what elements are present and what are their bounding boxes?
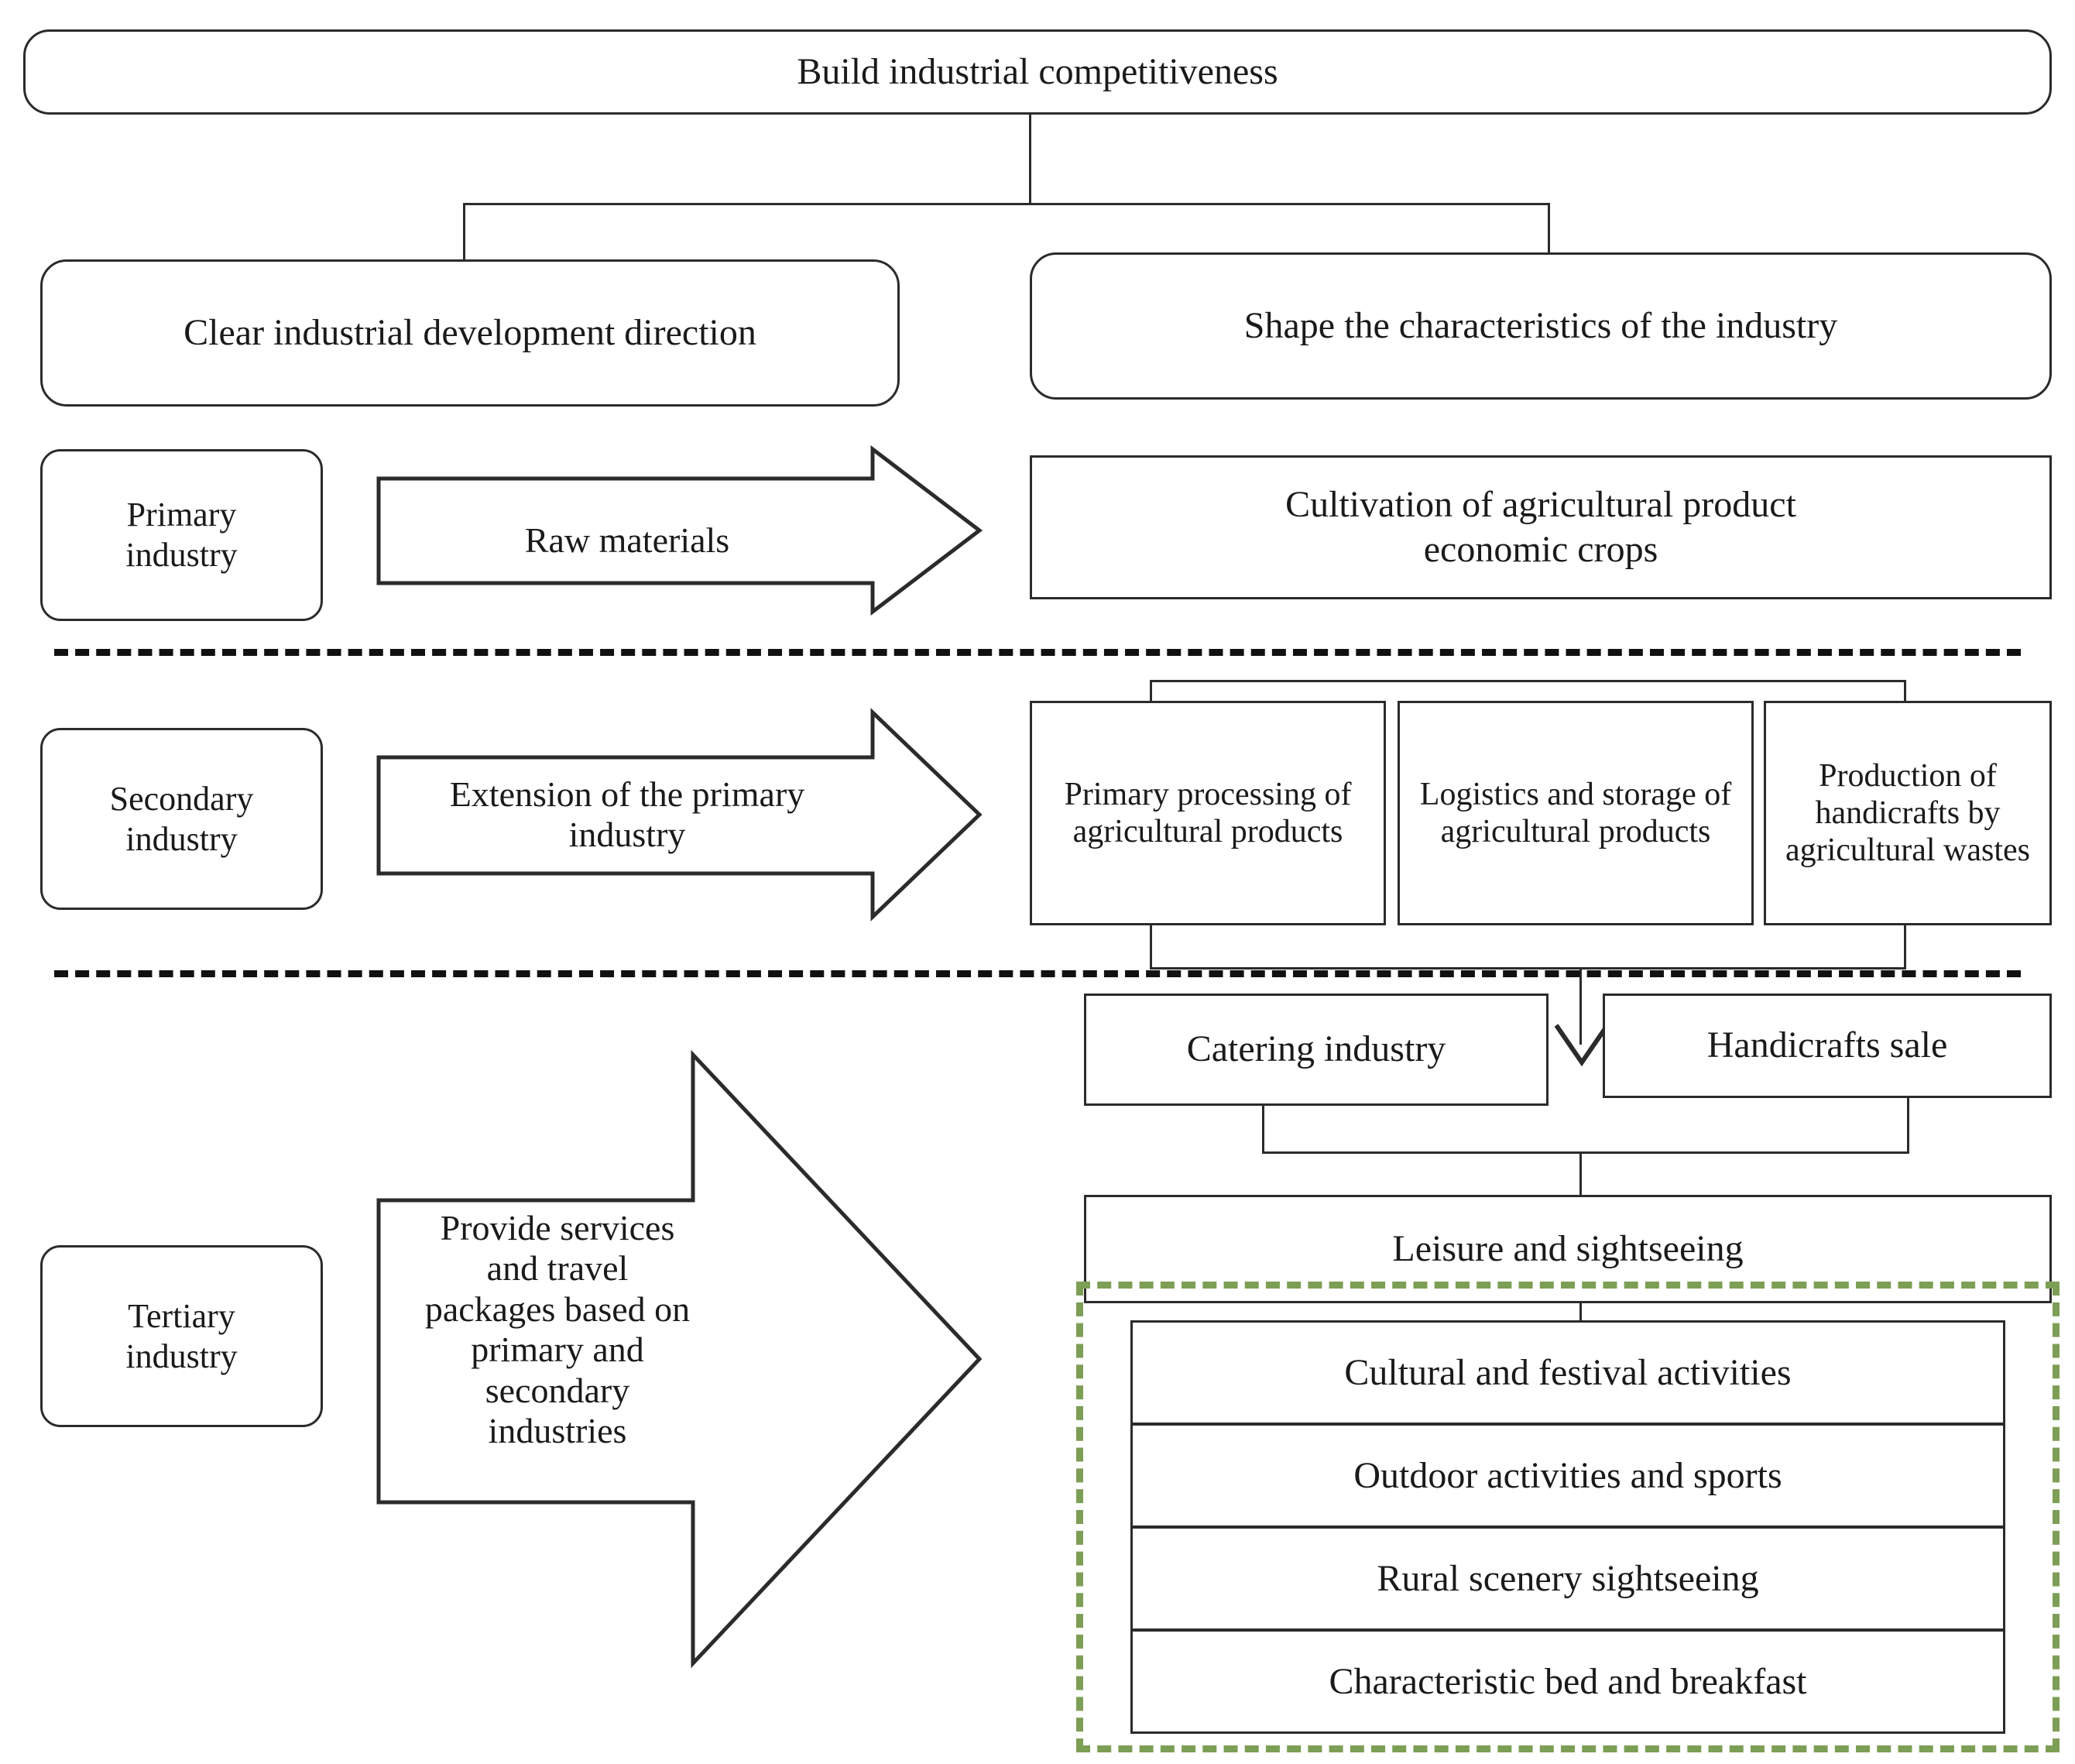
connector-level2-right-drop: [1548, 203, 1550, 261]
output-node-leisure-sightseeing-label: Leisure and sightseeing: [1392, 1227, 1744, 1269]
connector-tertiary-merge-bar: [1262, 1151, 1909, 1154]
tier-label-tertiary-text: Tertiary industry: [125, 1296, 238, 1375]
tier-label-secondary-text: Secondary industry: [109, 779, 254, 858]
connector-root-stem: [1029, 115, 1031, 204]
highlight-item-rural-scenery-sightseeing[interactable]: Rural scenery sightseeing: [1130, 1526, 2005, 1631]
connector-secondary-top-right: [1904, 680, 1906, 703]
connector-secondary-to-tertiary-stem: [1579, 967, 1582, 1045]
output-node-cultivation-label: Cultivation of agricultural product econ…: [1285, 484, 1796, 570]
output-node-primary-processing-label: Primary processing of agricultural produ…: [1064, 776, 1352, 849]
output-node-handicrafts-sale-label: Handicrafts sale: [1706, 1024, 1948, 1066]
tier-label-primary-text: Primary industry: [125, 496, 238, 574]
highlight-item-3-label: Characteristic bed and breakfast: [1329, 1661, 1807, 1702]
connector-merge-to-leisure: [1579, 1151, 1582, 1199]
tier-label-primary-industry[interactable]: Primary industry: [40, 449, 323, 621]
connector-secondary-top-bar: [1150, 680, 1906, 682]
output-node-handicrafts-sale[interactable]: Handicrafts sale: [1603, 994, 2052, 1098]
output-node-cultivation-agricultural-crops[interactable]: Cultivation of agricultural product econ…: [1030, 455, 2052, 599]
highlight-item-outdoor-activities-sports[interactable]: Outdoor activities and sports: [1130, 1423, 2005, 1528]
output-node-catering-industry-label: Catering industry: [1186, 1028, 1446, 1070]
output-node-logistics-storage-label: Logistics and storage of agricultural pr…: [1419, 776, 1732, 849]
output-node-handicrafts-production[interactable]: Production of handicrafts by agricultura…: [1764, 701, 2052, 925]
flow-arrow-provide-services: [376, 1049, 983, 1669]
flow-arrow-raw-materials: [376, 444, 983, 616]
connector-catering-drop: [1262, 1106, 1264, 1154]
connector-secondary-bottom-left: [1150, 925, 1152, 970]
connector-secondary-top-left: [1150, 680, 1152, 703]
highlight-item-1-label: Outdoor activities and sports: [1353, 1455, 1782, 1496]
highlight-item-2-label: Rural scenery sightseeing: [1377, 1558, 1759, 1599]
highlight-item-cultural-festival-activities[interactable]: Cultural and festival activities: [1130, 1320, 2005, 1425]
level2-node-clear-direction[interactable]: Clear industrial development direction: [40, 259, 900, 407]
output-node-primary-processing[interactable]: Primary processing of agricultural produ…: [1030, 701, 1386, 925]
tier-separator-primary-secondary: [54, 649, 2021, 656]
connector-level2-bar: [463, 203, 1550, 205]
arrowhead-down-icon: [1554, 1024, 1610, 1067]
root-node-label: Build industrial competitiveness: [797, 50, 1278, 92]
tier-separator-secondary-tertiary: [54, 970, 2021, 977]
connector-level2-left-drop: [463, 203, 465, 261]
output-node-catering-industry[interactable]: Catering industry: [1084, 994, 1549, 1106]
level2-node-shape-characteristics[interactable]: Shape the characteristics of the industr…: [1030, 252, 2052, 400]
flow-arrow-extension-primary: [376, 708, 983, 921]
highlight-item-characteristic-bed-breakfast[interactable]: Characteristic bed and breakfast: [1130, 1629, 2005, 1734]
level2-left-label: Clear industrial development direction: [183, 311, 756, 353]
connector-secondary-bottom-bar: [1150, 967, 1906, 970]
tier-label-tertiary-industry[interactable]: Tertiary industry: [40, 1245, 323, 1427]
output-node-handicrafts-production-label: Production of handicrafts by agricultura…: [1785, 757, 2031, 869]
connector-secondary-bottom-right: [1904, 925, 1906, 970]
root-node-build-industrial-competitiveness[interactable]: Build industrial competitiveness: [23, 29, 2052, 115]
connector-handicrafts-drop: [1907, 1098, 1909, 1154]
tier-label-secondary-industry[interactable]: Secondary industry: [40, 728, 323, 910]
level2-right-label: Shape the characteristics of the industr…: [1243, 304, 1838, 346]
highlight-item-0-label: Cultural and festival activities: [1344, 1352, 1792, 1393]
highlight-group-frame: [1076, 1282, 2060, 1752]
output-node-logistics-storage[interactable]: Logistics and storage of agricultural pr…: [1398, 701, 1754, 925]
